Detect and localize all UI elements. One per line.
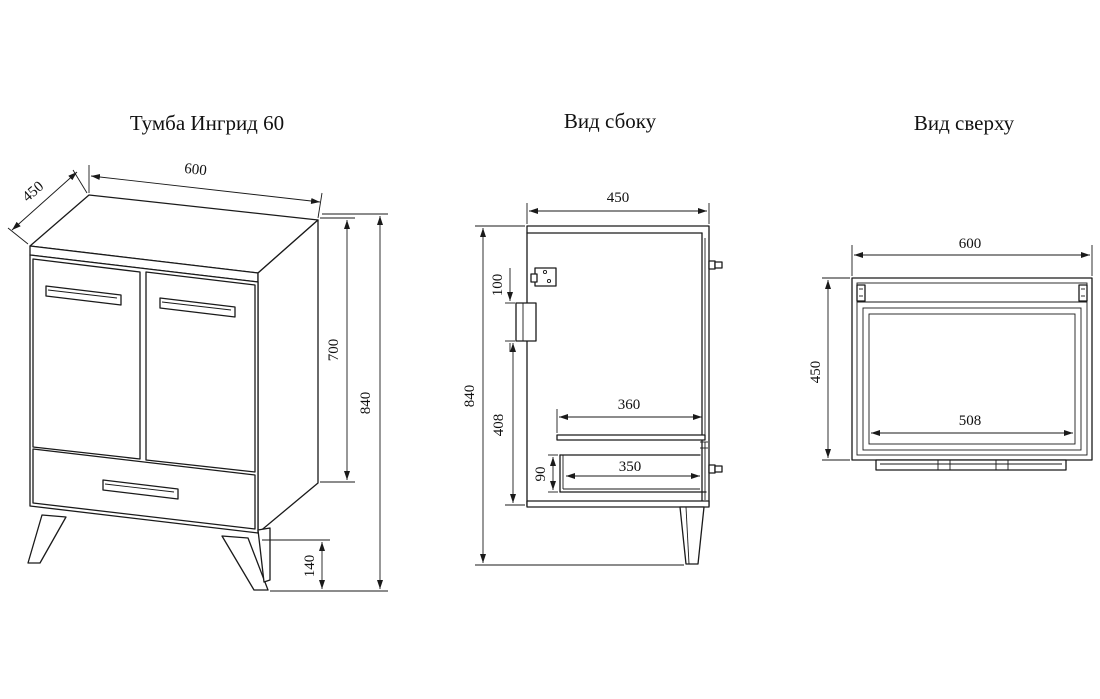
side-knob-upper	[708, 260, 723, 270]
leg-front-left	[27, 514, 67, 564]
handle-right-door	[159, 297, 236, 318]
side-shelf	[556, 434, 706, 441]
leg-back-right	[257, 527, 271, 583]
title-side-view: Вид сбоку	[564, 109, 657, 133]
dim-front-total-height: 840	[358, 392, 374, 415]
dim-front-depth: 450	[20, 179, 47, 206]
side-knob-lower	[708, 464, 723, 474]
dim-side-lower: 408	[491, 414, 507, 437]
dim-top-depth: 450	[808, 361, 824, 384]
right-door	[145, 271, 256, 473]
side-view: 450 840 100 408 360 350 90	[462, 190, 723, 566]
leg-front-right	[221, 535, 269, 591]
right-side-panel	[257, 219, 319, 534]
dim-side-upper: 100	[490, 274, 506, 297]
dim-side-depth: 450	[607, 190, 630, 206]
handle-drawer	[102, 479, 179, 500]
top-handles-strip	[875, 459, 1067, 471]
dim-side-drawer-height: 90	[533, 467, 549, 482]
side-handle-profile	[515, 302, 537, 342]
side-drawer	[559, 447, 708, 493]
title-main: Тумба Ингрид 60	[130, 111, 284, 135]
side-leg	[679, 506, 705, 565]
hinge-left	[856, 284, 866, 302]
dim-front-width: 600	[183, 161, 207, 179]
dim-top-inner-width: 508	[959, 413, 982, 429]
handle-left-door	[45, 285, 122, 306]
top-view: 600 450 508	[808, 236, 1093, 471]
side-body	[526, 225, 710, 507]
dim-top-width: 600	[959, 236, 982, 252]
hinge-bracket	[530, 267, 557, 287]
title-top-view: Вид сверху	[914, 111, 1015, 135]
dim-front-body-height: 700	[326, 339, 342, 362]
perspective-view: 600 450 700 840 140	[7, 161, 388, 592]
dim-side-shelf-depth: 360	[618, 397, 641, 413]
dim-side-total-height: 840	[462, 385, 478, 408]
dim-side-drawer-depth: 350	[619, 459, 642, 475]
dim-front-legs: 140	[302, 555, 318, 578]
side-base	[526, 500, 710, 508]
hinge-right	[1078, 284, 1088, 302]
left-door	[32, 258, 141, 460]
